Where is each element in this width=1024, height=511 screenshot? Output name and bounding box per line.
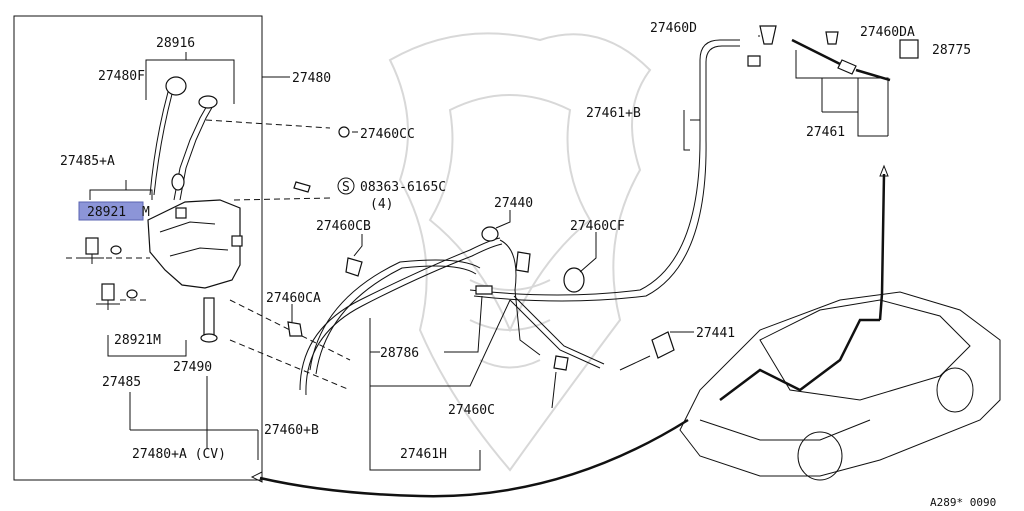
- reservoir-tank: [147, 199, 243, 289]
- clip-27460c: [553, 355, 569, 371]
- car-silhouette: [679, 164, 1001, 481]
- callout-27461[interactable]: 27461: [806, 125, 845, 140]
- callout-28921m[interactable]: 28921M: [114, 333, 161, 348]
- highlighted-part-box: [78, 201, 144, 221]
- callout-28786[interactable]: 28786: [380, 346, 419, 361]
- callout-27460ca[interactable]: 27460CA: [266, 291, 321, 306]
- filler-cap-tether: [149, 76, 187, 196]
- callout-27460c[interactable]: 27460C: [448, 403, 495, 418]
- callout-27480[interactable]: 27480: [292, 71, 331, 86]
- callout-27490[interactable]: 27490: [173, 360, 212, 375]
- callout-27460cf[interactable]: 27460CF: [570, 219, 625, 234]
- callout-28775[interactable]: 28775: [932, 43, 971, 58]
- callout-27460d[interactable]: 27460D: [650, 21, 697, 36]
- callout-27460cb[interactable]: 27460CB: [316, 219, 371, 234]
- filler-neck: [171, 95, 218, 201]
- tank-assembly-frame: [13, 15, 263, 481]
- washer-pump-front: [80, 237, 122, 264]
- callout-27460-b[interactable]: 27460+B: [264, 423, 319, 438]
- callout-27441[interactable]: 27441: [696, 326, 735, 341]
- clip-27460cf: [563, 267, 585, 293]
- washer-hose-long: [469, 39, 740, 302]
- clip-27460da: [825, 31, 839, 45]
- watermark-crest: [388, 32, 652, 472]
- callout-27460da[interactable]: 27460DA: [860, 25, 915, 40]
- screw-symbol: S: [342, 180, 350, 195]
- nozzle-27441: [619, 331, 675, 371]
- rear-hose-27461: [791, 38, 891, 82]
- callout-27480f[interactable]: 27480F: [98, 69, 145, 84]
- callout-27460cc[interactable]: 27460CC: [360, 127, 415, 142]
- level-sensor: [200, 297, 218, 343]
- callout-08363-6165c[interactable]: 08363-6165C: [360, 180, 446, 195]
- check-valve-28786: [475, 285, 493, 295]
- callout-27480-a-cv[interactable]: 27480+A (CV): [132, 447, 226, 462]
- callout-screw-qty: (4): [370, 197, 393, 212]
- nozzle-27460d: [747, 25, 777, 67]
- washer-hose-main: [299, 237, 605, 396]
- location-arrow: [259, 418, 689, 498]
- callout-28921-suffix[interactable]: M: [142, 205, 150, 220]
- clip-27460cb: [345, 257, 363, 277]
- footer-code: A289* 0090: [930, 496, 996, 509]
- callout-27485[interactable]: 27485: [102, 375, 141, 390]
- callout-27461-b[interactable]: 27461+B: [586, 106, 641, 121]
- callout-27485-a[interactable]: 27485+A: [60, 154, 115, 169]
- screw-08363: [293, 181, 311, 193]
- callout-27440[interactable]: 27440: [494, 196, 533, 211]
- washer-pump-rear: [96, 283, 138, 310]
- callout-28916[interactable]: 28916: [156, 36, 195, 51]
- joint-27440: [481, 226, 531, 273]
- grommet-27460cc: [338, 126, 350, 138]
- screw-symbol-circle: [337, 177, 355, 195]
- clip-27460ca: [287, 321, 303, 337]
- callout-28921-highlighted[interactable]: 28921: [87, 205, 126, 220]
- callout-27461h[interactable]: 27461H: [400, 447, 447, 462]
- nozzle-28775: [899, 39, 919, 59]
